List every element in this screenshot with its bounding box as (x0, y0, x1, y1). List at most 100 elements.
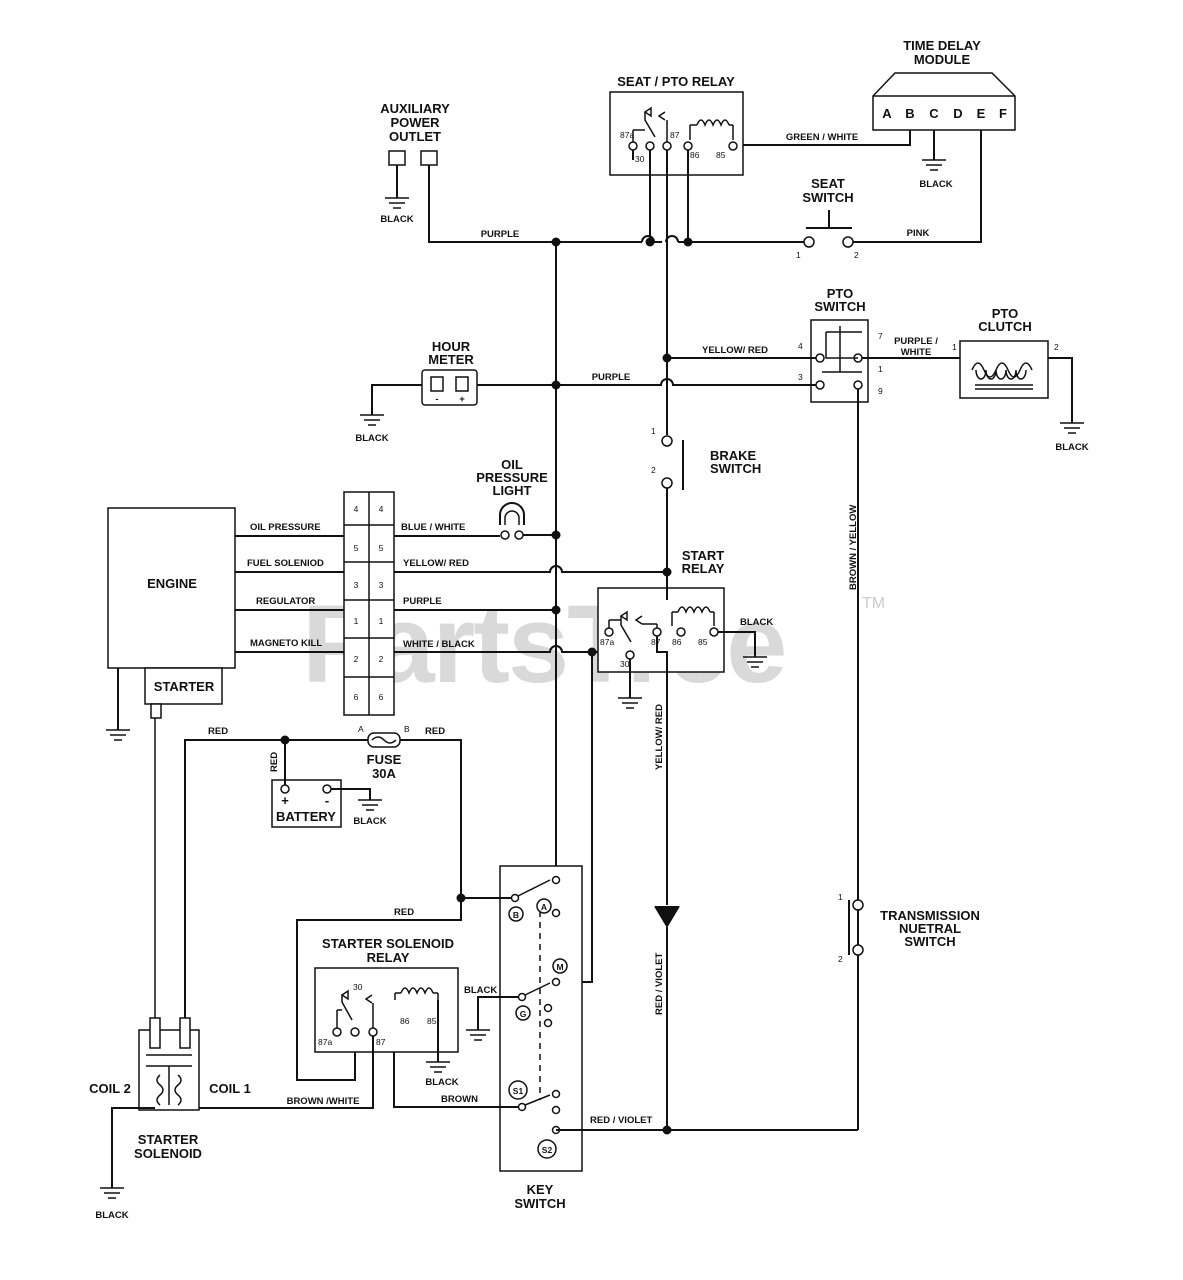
svg-text:RED / VIOLET: RED / VIOLET (654, 953, 665, 1015)
svg-text:S1: S1 (513, 1086, 524, 1096)
ground-symbol (922, 159, 946, 171)
svg-text:-: - (435, 394, 438, 405)
svg-text:F: F (999, 106, 1007, 121)
svg-text:WHITE: WHITE (901, 347, 932, 358)
svg-text:PURPLE: PURPLE (592, 372, 631, 383)
hour-meter: HOUR METER - + (421, 339, 478, 406)
svg-text:6: 6 (354, 692, 359, 702)
seat-pto-relay: SEAT / PTO RELAY 87a 30 87 86 85 (609, 74, 744, 176)
svg-text:RED: RED (269, 752, 280, 772)
svg-text:BLACK: BLACK (95, 1210, 128, 1221)
svg-text:REGULATOR: REGULATOR (256, 596, 315, 607)
svg-text:BROWN: BROWN (441, 1094, 478, 1105)
svg-text:BLACK: BLACK (919, 179, 952, 190)
svg-text:86: 86 (690, 150, 700, 160)
svg-text:BLACK: BLACK (1055, 442, 1088, 453)
svg-text:STARTER SOLENOID: STARTER SOLENOID (322, 936, 454, 951)
oil-pressure-light: OIL PRESSURE LIGHT (476, 457, 548, 540)
svg-text:COIL 1: COIL 1 (209, 1081, 251, 1096)
svg-text:2: 2 (651, 465, 656, 475)
svg-text:YELLOW/ RED: YELLOW/ RED (654, 704, 665, 770)
svg-text:2: 2 (379, 654, 384, 664)
pto-clutch: PTO CLUTCH 1 2 (952, 306, 1059, 399)
svg-text:RELAY: RELAY (682, 561, 725, 576)
svg-text:COIL 2: COIL 2 (89, 1081, 131, 1096)
svg-text:4: 4 (379, 504, 384, 514)
svg-text:HOUR: HOUR (432, 339, 471, 354)
svg-text:PRESSURE: PRESSURE (476, 470, 548, 485)
svg-text:87a: 87a (318, 1037, 332, 1047)
engine: ENGINE STARTER OIL PRESSURE FUEL SOLENIO… (107, 507, 324, 705)
svg-text:BLUE / WHITE: BLUE / WHITE (401, 522, 465, 533)
svg-text:C: C (929, 106, 939, 121)
svg-text:START: START (682, 548, 724, 563)
svg-text:SWITCH: SWITCH (802, 190, 853, 205)
diode (654, 906, 680, 928)
svg-text:METER: METER (428, 352, 474, 367)
svg-text:MAGNETO KILL: MAGNETO KILL (250, 638, 322, 649)
svg-text:RED / VIOLET: RED / VIOLET (590, 1115, 652, 1126)
svg-text:+: + (459, 394, 465, 405)
svg-text:A: A (358, 724, 364, 734)
svg-text:A: A (541, 902, 547, 912)
starter-solenoid: COIL 2 COIL 1 STARTER SOLENOID (89, 1017, 251, 1161)
svg-text:85: 85 (716, 150, 726, 160)
svg-text:30: 30 (620, 659, 630, 669)
harness-connector: 4 4 5 5 3 3 1 1 2 2 6 6 (343, 491, 395, 716)
svg-text:2: 2 (838, 954, 843, 964)
svg-text:SWITCH: SWITCH (904, 934, 955, 949)
svg-text:AUXILIARY: AUXILIARY (380, 101, 450, 116)
svg-text:B: B (404, 724, 410, 734)
transmission-neutral-switch: 1 2 TRANSMISSION NUETRAL SWITCH (838, 892, 980, 964)
key-switch: B A M G S1 S2 KEY SWITCH (499, 865, 583, 1211)
svg-text:D: D (953, 106, 962, 121)
svg-text:OIL PRESSURE: OIL PRESSURE (250, 522, 321, 533)
fuse-30a: A B FUSE 30A (358, 724, 410, 781)
svg-text:TRANSMISSION: TRANSMISSION (880, 908, 980, 923)
svg-text:6: 6 (379, 692, 384, 702)
svg-text:RED: RED (394, 907, 414, 918)
battery: + - BATTERY (271, 779, 342, 828)
svg-text:G: G (520, 1009, 527, 1019)
svg-text:E: E (977, 106, 986, 121)
svg-text:OUTLET: OUTLET (389, 129, 441, 144)
svg-text:BROWN /WHITE: BROWN /WHITE (287, 1096, 360, 1107)
svg-text:1: 1 (796, 250, 801, 260)
svg-text:5: 5 (354, 543, 359, 553)
svg-text:RED: RED (425, 726, 445, 737)
svg-text:3: 3 (354, 580, 359, 590)
svg-text:TM: TM (862, 595, 885, 612)
svg-text:86: 86 (400, 1016, 410, 1026)
svg-text:4: 4 (798, 341, 803, 351)
svg-text:87a: 87a (620, 130, 634, 140)
svg-text:PINK: PINK (907, 228, 930, 239)
svg-text:1: 1 (838, 892, 843, 902)
svg-text:SWITCH: SWITCH (710, 461, 761, 476)
svg-text:LIGHT: LIGHT (493, 483, 532, 498)
svg-text:BRAKE: BRAKE (710, 448, 757, 463)
svg-text:2: 2 (854, 250, 859, 260)
auxiliary-power-outlet: AUXILIARY POWER OUTLET BLACK (380, 101, 450, 225)
svg-text:2: 2 (354, 654, 359, 664)
svg-text:87: 87 (651, 637, 661, 647)
svg-text:OIL: OIL (501, 457, 523, 472)
svg-text:SOLENOID: SOLENOID (134, 1146, 202, 1161)
svg-text:FUEL SOLENIOD: FUEL SOLENIOD (247, 558, 324, 569)
svg-text:POWER: POWER (390, 115, 440, 130)
svg-text:5: 5 (379, 543, 384, 553)
svg-text:+: + (281, 793, 289, 808)
svg-text:SWITCH: SWITCH (814, 299, 865, 314)
svg-text:3: 3 (798, 372, 803, 382)
svg-text:PURPLE /: PURPLE / (894, 336, 938, 347)
svg-text:3: 3 (379, 580, 384, 590)
svg-text:85: 85 (698, 637, 708, 647)
svg-text:YELLOW/ RED: YELLOW/ RED (702, 345, 768, 356)
svg-text:B: B (905, 106, 914, 121)
svg-text:87: 87 (670, 130, 680, 140)
brake-switch: 1 2 BRAKE SWITCH (651, 426, 761, 490)
svg-text:RELAY: RELAY (367, 950, 410, 965)
svg-text:BLACK: BLACK (464, 985, 497, 996)
svg-text:BLACK: BLACK (425, 1077, 458, 1088)
svg-text:87: 87 (376, 1037, 386, 1047)
